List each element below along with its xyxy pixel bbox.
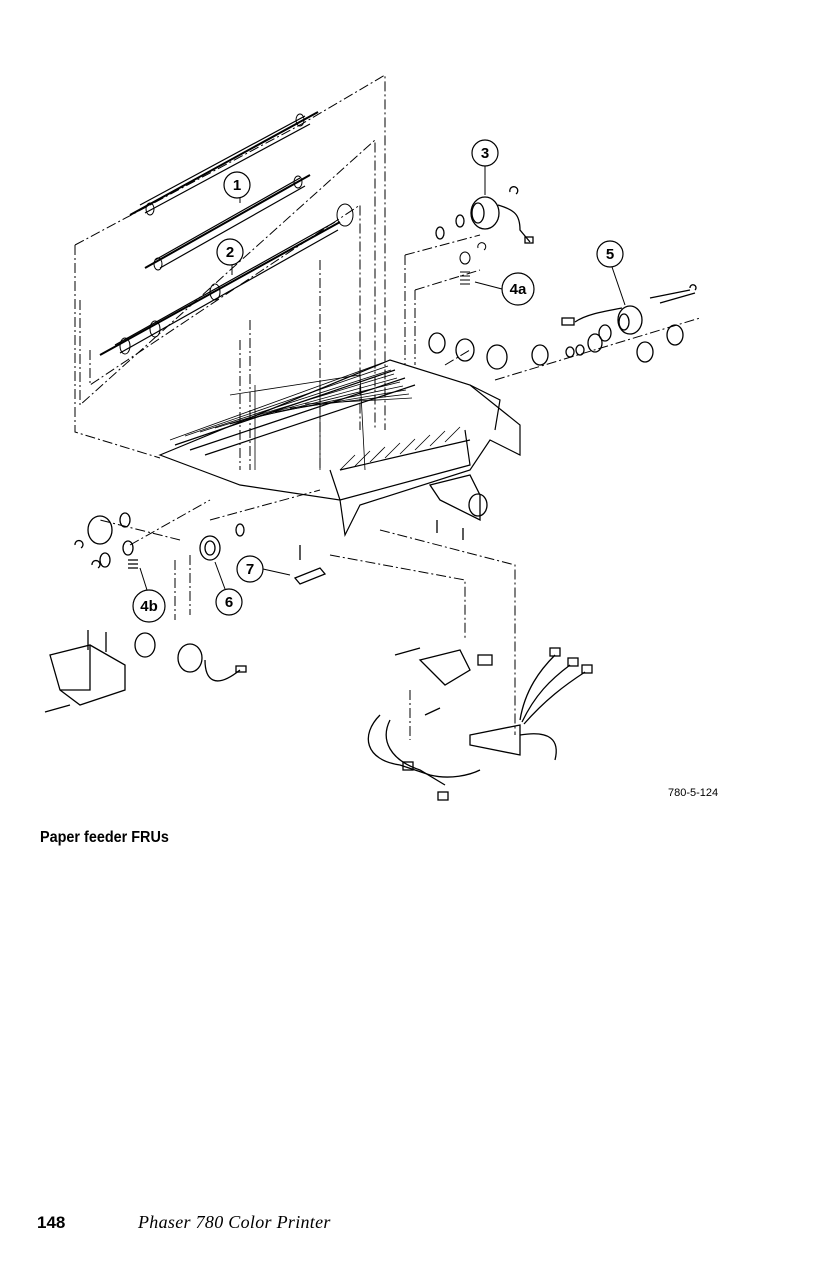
shaft-1-upper bbox=[129, 111, 319, 216]
running-title: Phaser 780 Color Printer bbox=[138, 1212, 331, 1232]
callout-leaders bbox=[139, 166, 626, 591]
clutch-5 bbox=[561, 284, 697, 363]
leader-lines bbox=[74, 74, 701, 740]
callout-1: 1 bbox=[233, 177, 241, 194]
callout-bubbles bbox=[132, 139, 624, 623]
feed-rollers-upper bbox=[428, 332, 603, 370]
callout-3: 3 bbox=[481, 145, 489, 162]
exploded-parts-diagram: 1 2 3 4a 5 4b 6 7 bbox=[44, 74, 701, 801]
frame-ribs bbox=[169, 361, 461, 471]
figure-caption: Paper feeder FRUs bbox=[40, 829, 169, 846]
figure-id: 780-5-124 bbox=[668, 787, 719, 799]
callout-4a: 4a bbox=[510, 281, 527, 298]
clutch-3 bbox=[435, 186, 534, 244]
shaft-1-lower bbox=[144, 174, 311, 271]
callout-6: 6 bbox=[225, 594, 233, 611]
bushing-6 bbox=[199, 523, 245, 561]
callout-4b: 4b bbox=[140, 598, 158, 615]
shaft-2 bbox=[99, 203, 354, 356]
motor-bracket-4b bbox=[44, 630, 247, 713]
wiring-harness bbox=[367, 647, 593, 801]
left-rollers bbox=[74, 512, 138, 569]
callout-7: 7 bbox=[246, 561, 254, 578]
callout-5: 5 bbox=[606, 246, 614, 263]
callout-2: 2 bbox=[226, 244, 234, 261]
bracket-assembly bbox=[428, 474, 488, 540]
page-number: 148 bbox=[37, 1213, 66, 1232]
sensor-7 bbox=[293, 545, 327, 585]
spring-4a bbox=[459, 242, 487, 285]
feeder-frame bbox=[158, 359, 521, 537]
